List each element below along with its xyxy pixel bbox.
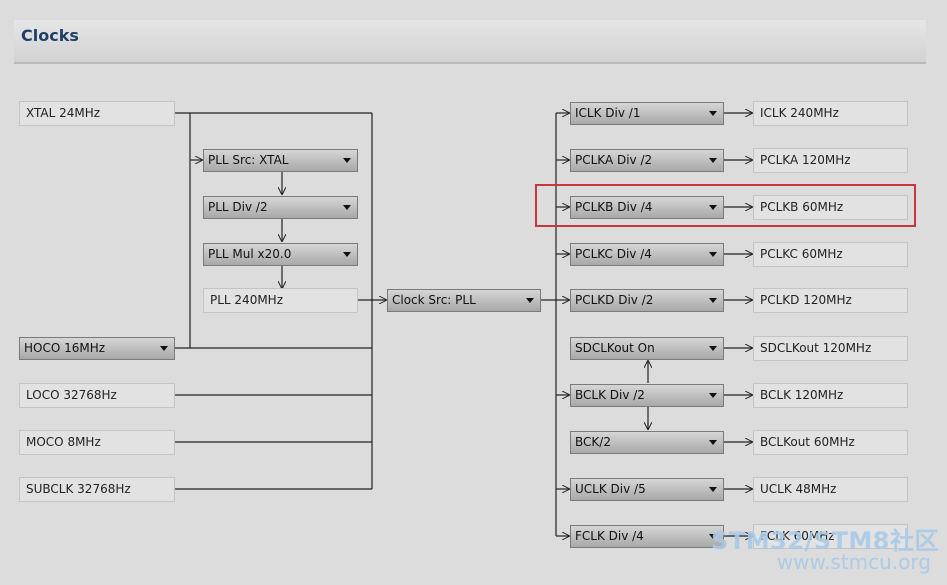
pclkb-div-label: PCLKB Div /4 — [575, 200, 653, 214]
pll-src-dropdown[interactable]: PLL Src: XTAL — [203, 149, 358, 172]
chevron-down-icon — [709, 158, 717, 163]
fclk-div-dropdown[interactable]: FCLK Div /4 — [570, 525, 724, 548]
chevron-down-icon — [709, 440, 717, 445]
pclkb-div-dropdown[interactable]: PCLKB Div /4 — [570, 196, 724, 219]
pll-output: PLL 240MHz — [203, 288, 358, 313]
fclk-div-label: FCLK Div /4 — [575, 529, 644, 543]
chevron-down-icon — [343, 252, 351, 257]
chevron-down-icon — [526, 298, 534, 303]
sdclkout-label: SDCLKout On — [575, 341, 655, 355]
chevron-down-icon — [709, 346, 717, 351]
bclk-output: BCLK 120MHz — [753, 383, 908, 408]
chevron-down-icon — [709, 393, 717, 398]
pll-div-label: PLL Div /2 — [208, 200, 268, 214]
pll-src-label: PLL Src: XTAL — [208, 153, 289, 167]
chevron-down-icon — [709, 205, 717, 210]
xtal-source: XTAL 24MHz — [19, 101, 175, 126]
chevron-down-icon — [709, 252, 717, 257]
chevron-down-icon — [343, 205, 351, 210]
pclkc-output: PCLKC 60MHz — [753, 242, 908, 267]
bck-div-label: BCK/2 — [575, 435, 611, 449]
pll-mul-label: PLL Mul x20.0 — [208, 247, 292, 261]
pclkb-output: PCLKB 60MHz — [753, 195, 908, 220]
uclk-div-label: UCLK Div /5 — [575, 482, 646, 496]
pclka-div-label: PCLKA Div /2 — [575, 153, 653, 167]
pclkb-highlight-box — [535, 184, 916, 227]
hoco-label: HOCO 16MHz — [24, 341, 106, 355]
subclk-source: SUBCLK 32768Hz — [19, 477, 175, 502]
bclkout-output: BCLKout 60MHz — [753, 430, 908, 455]
moco-source: MOCO 8MHz — [19, 430, 175, 455]
clocks-header: Clocks — [14, 20, 926, 64]
pclkc-div-dropdown[interactable]: PCLKC Div /4 — [570, 243, 724, 266]
uclk-div-dropdown[interactable]: UCLK Div /5 — [570, 478, 724, 501]
pll-mul-dropdown[interactable]: PLL Mul x20.0 — [203, 243, 358, 266]
loco-source: LOCO 32768Hz — [19, 383, 175, 408]
sdclkout-dropdown[interactable]: SDCLKout On — [570, 337, 724, 360]
clock-src-label: Clock Src: PLL — [392, 293, 476, 307]
clock-src-dropdown[interactable]: Clock Src: PLL — [387, 289, 541, 312]
chevron-down-icon — [160, 346, 168, 351]
pclkd-output: PCLKD 120MHz — [753, 288, 908, 313]
pclkd-div-label: PCLKD Div /2 — [575, 293, 654, 307]
chevron-down-icon — [709, 534, 717, 539]
watermark-title: STM32/STM8社区 — [711, 527, 939, 555]
watermark-url: www.stmcu.org — [776, 550, 931, 574]
pclkd-div-dropdown[interactable]: PCLKD Div /2 — [570, 289, 724, 312]
bck-div-dropdown[interactable]: BCK/2 — [570, 431, 724, 454]
iclk-div-label: ICLK Div /1 — [575, 106, 641, 120]
chevron-down-icon — [709, 298, 717, 303]
pclka-output: PCLKA 120MHz — [753, 148, 908, 173]
chevron-down-icon — [709, 487, 717, 492]
chevron-down-icon — [343, 158, 351, 163]
pclka-div-dropdown[interactable]: PCLKA Div /2 — [570, 149, 724, 172]
pclkc-div-label: PCLKC Div /4 — [575, 247, 652, 261]
iclk-output: ICLK 240MHz — [753, 101, 908, 126]
hoco-dropdown[interactable]: HOCO 16MHz — [19, 337, 175, 360]
sdclkout-output: SDCLKout 120MHz — [753, 336, 908, 361]
pll-div-dropdown[interactable]: PLL Div /2 — [203, 196, 358, 219]
iclk-div-dropdown[interactable]: ICLK Div /1 — [570, 102, 724, 125]
uclk-output: UCLK 48MHz — [753, 477, 908, 502]
bclk-div-label: BCLK Div /2 — [575, 388, 645, 402]
page-title: Clocks — [21, 26, 79, 45]
chevron-down-icon — [709, 111, 717, 116]
bclk-div-dropdown[interactable]: BCLK Div /2 — [570, 384, 724, 407]
fclk-output: FCLK 60MHz — [753, 524, 908, 549]
